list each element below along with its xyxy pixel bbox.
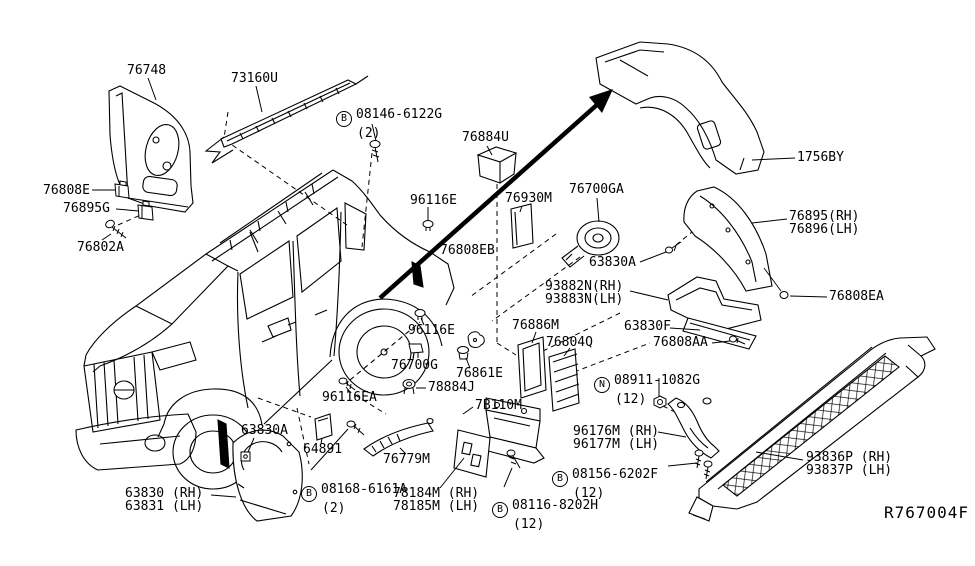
clip-76808E — [114, 180, 130, 199]
screw-08168-6161A — [346, 420, 365, 436]
part-label-96116EA: 96116EA — [322, 390, 377, 405]
part-label-96176M-96177M: 96176M (RH) 96177M (LH) — [573, 424, 660, 452]
part-quantity: (2) — [357, 126, 381, 141]
bracket-76779M — [363, 417, 434, 457]
spacer-block-76884U — [476, 146, 518, 184]
part-number: 08168-6161A — [321, 482, 408, 497]
bolt-marker-icon: B — [336, 111, 352, 127]
part-label-96116E-lower: 96116E — [408, 323, 455, 338]
part-label-76808AA: 76808AA — [653, 335, 708, 350]
part-quantity: (2) — [322, 501, 346, 516]
part-number: 08911-1082G — [614, 373, 701, 388]
bolt-76808EA — [763, 267, 789, 299]
splash-guard-63830 — [232, 429, 303, 522]
bolts-08156-6202F — [694, 449, 713, 480]
mounting-pad-64891 — [314, 413, 333, 441]
bracket-78184M — [453, 429, 491, 478]
part-label-76808EA: 76808EA — [829, 289, 884, 304]
bolt-marker-icon: B — [301, 486, 317, 502]
screw-76808AA — [729, 335, 746, 345]
part-label-08911-1082G: N 08911-1082G (12) — [594, 361, 700, 419]
part-label-63830F: 63830F — [624, 319, 671, 334]
part-label-63830A-rear: 63830A — [589, 255, 636, 270]
part-label-63830A-front: 63830A — [241, 423, 288, 438]
part-label-76804Q: 76804Q — [546, 335, 593, 350]
part-label-76700GA: 76700GA — [569, 182, 624, 197]
clip-76808EB — [467, 331, 485, 348]
part-label-73160U: 73160U — [231, 71, 278, 86]
part-label-76700G: 76700G — [391, 358, 438, 373]
part-label-76808EB: 76808EB — [440, 243, 495, 258]
sill-strip-73160U — [204, 75, 369, 164]
screw-08146-6122G — [369, 140, 381, 163]
part-label-93836P-93837P: 93836P (RH) 93837P (LH) — [806, 450, 893, 478]
part-label-93882N-93883N: 93882N(RH) 93883N(LH) — [545, 279, 624, 307]
grommet-96116E-lower — [414, 309, 426, 320]
grommet-78884J — [402, 379, 416, 395]
bolt-marker-icon: B — [492, 502, 508, 518]
part-label-76748: 76748 — [127, 63, 167, 78]
part-label-76779M: 76779M — [383, 452, 430, 467]
part-label-1756BY: 1756BY — [797, 150, 844, 165]
part-label-64891: 64891 — [303, 442, 343, 457]
bolt-marker-icon: B — [552, 471, 568, 487]
bracket-93882N — [667, 276, 762, 330]
part-label-76802A: 76802A — [77, 240, 124, 255]
clip-63830A-rear — [665, 241, 682, 254]
part-number: 08116-8202H — [512, 498, 599, 513]
mud-guard-76895 — [683, 186, 773, 292]
part-label-08116-8202H: B 08116-8202H (12) — [492, 486, 598, 544]
diagram-ref-code: R767004F — [884, 503, 970, 522]
step-bracket-96176M — [667, 397, 720, 459]
part-label-78184M-78185M: 78184M (RH) 78185M (LH) — [393, 486, 480, 514]
part-label-08146-6122G: B 08146-6122G (2) — [336, 95, 442, 153]
part-number: 08156-6202F — [572, 467, 659, 482]
grommet-96116E-upper — [422, 220, 434, 231]
clip-76895G — [137, 200, 154, 221]
bolt-96116EA — [338, 377, 356, 391]
part-label-76886M: 76886M — [512, 318, 559, 333]
screw-08116-8202H — [506, 449, 521, 469]
part-label-76930M: 76930M — [505, 191, 552, 206]
rear-wheelhouse-liner-1756BY — [595, 41, 765, 175]
part-label-76808E: 76808E — [43, 183, 90, 198]
part-label-76861E: 76861E — [456, 366, 503, 381]
part-label-76895G: 76895G — [63, 201, 110, 216]
part-label-96116E-upper: 96116E — [410, 193, 457, 208]
running-board-93836P — [688, 336, 936, 522]
screw-76802A — [105, 219, 127, 239]
direction-arrow — [378, 89, 613, 300]
finisher-frame-76886M — [517, 336, 547, 399]
part-label-08168-6161A: B 08168-6161A (2) — [301, 470, 407, 528]
part-label-08156-6202F: B 08156-6202F (12) — [552, 455, 658, 513]
part-label-76884U: 76884U — [462, 130, 509, 145]
part-quantity: (12) — [573, 486, 605, 501]
part-label-7B110M: 7B110M — [475, 398, 522, 413]
vent-grille-76804Q — [548, 348, 580, 412]
clip-63830A-front — [240, 451, 251, 462]
clip-76861E — [457, 346, 469, 360]
nut-marker-icon: N — [594, 377, 610, 393]
part-quantity: (12) — [615, 392, 647, 407]
part-label-63830-63831: 63830 (RH) 63831 (LH) — [125, 486, 204, 514]
protector-sheet-76930M — [510, 203, 534, 249]
nut-08911-1082G — [653, 395, 667, 409]
part-label-78884J: 78884J — [428, 380, 475, 395]
part-quantity: (12) — [513, 517, 545, 532]
part-label-76895-76896: 76895(RH) 76896(LH) — [789, 209, 860, 237]
bracket-7B110M — [485, 397, 545, 464]
vehicle-illustration — [75, 169, 455, 490]
grommet-76700GA — [561, 220, 620, 268]
part-number: 08146-6122G — [356, 107, 443, 122]
leader-lines — [92, 77, 828, 498]
